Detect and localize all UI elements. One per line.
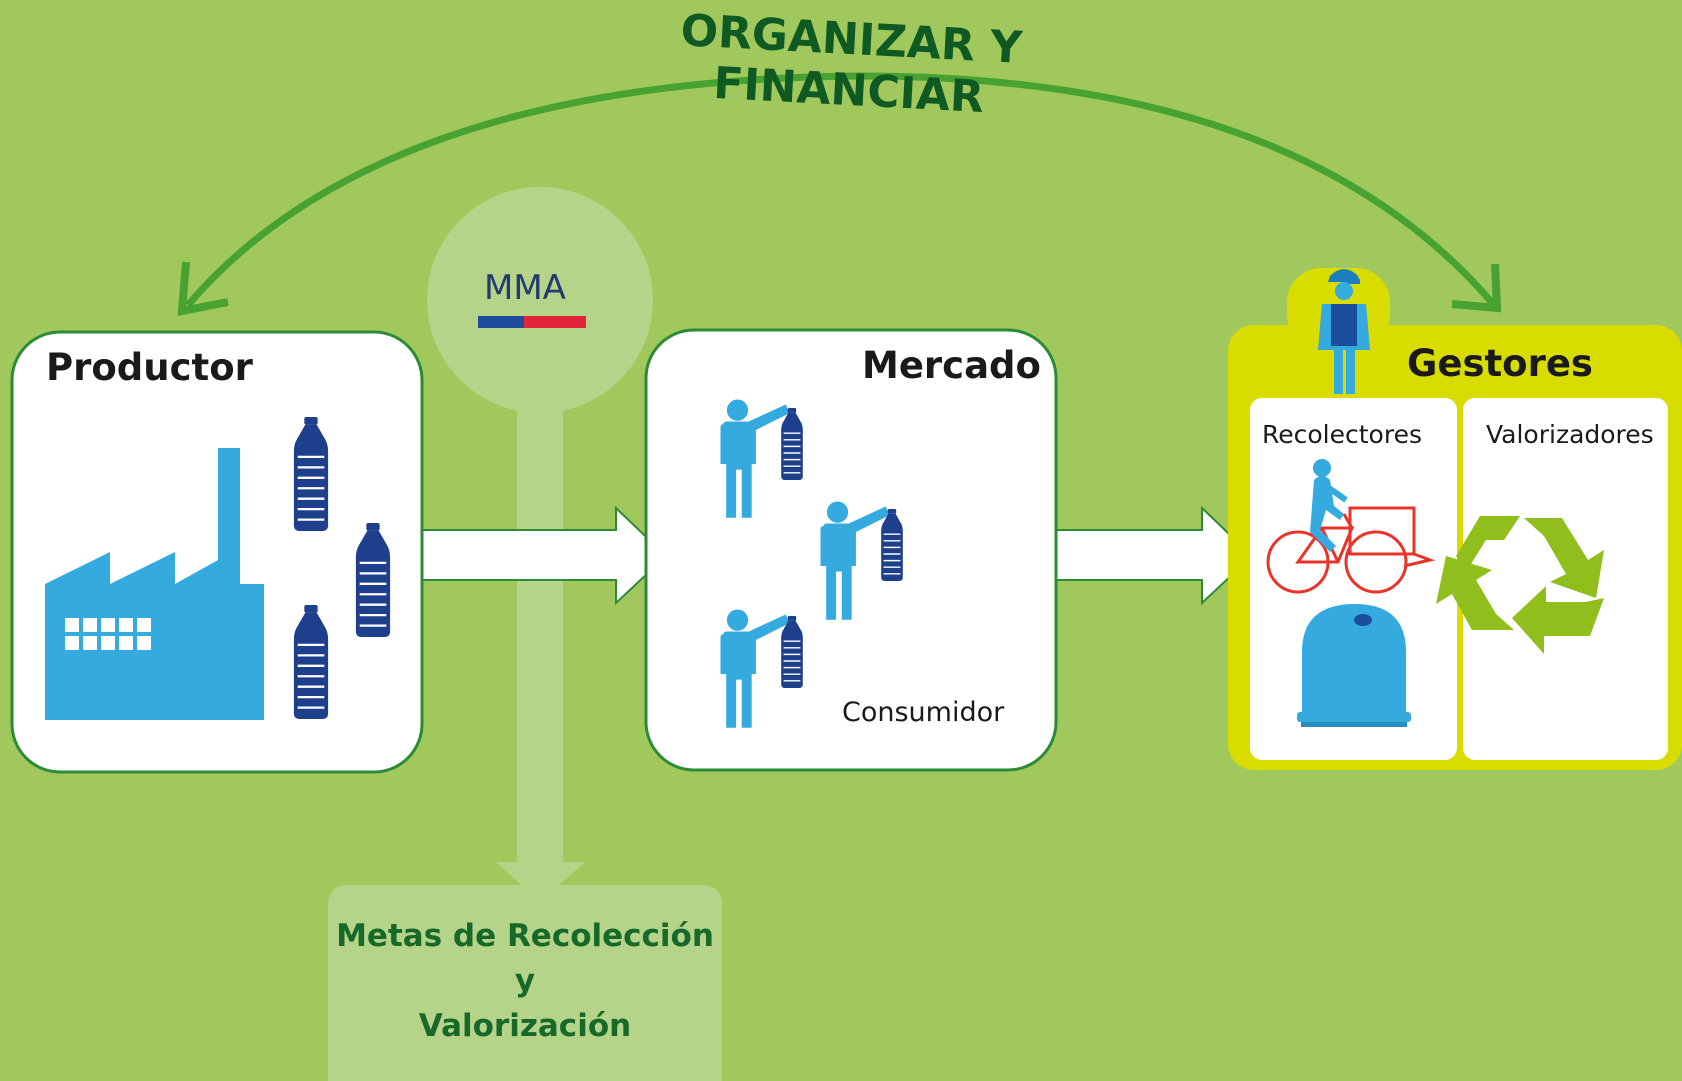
factory-icon xyxy=(45,448,264,720)
mma-circle xyxy=(427,187,653,413)
mma-label: MMA xyxy=(484,268,566,308)
metas-line-2: y xyxy=(514,963,536,999)
metas-box xyxy=(328,885,722,1081)
chile-flag-bar xyxy=(478,316,586,328)
productor-title: Productor xyxy=(46,346,253,389)
valorizadores-label: Valorizadores xyxy=(1486,420,1654,449)
organizar-arc xyxy=(177,72,1502,316)
worker-icon xyxy=(1318,269,1370,394)
mercado-title: Mercado xyxy=(862,344,1041,387)
cargo-bicycle-icon xyxy=(1266,459,1436,594)
flow-arrow-productor-mercado xyxy=(419,505,668,606)
recycle-icon xyxy=(1436,516,1604,654)
metas-label: Metas de Recolección y Valorización xyxy=(325,914,725,1049)
recolectores-label: Recolectores xyxy=(1262,420,1422,449)
consumidor-label: Consumidor xyxy=(842,697,1005,728)
metas-line-1: Metas de Recolección xyxy=(336,918,714,954)
metas-line-3: Valorización xyxy=(418,1008,632,1044)
recycling-bin-icon xyxy=(1297,604,1411,727)
flow-arrow-mercado-gestores xyxy=(1055,505,1254,606)
mma-down-arrow xyxy=(496,395,585,902)
gestores-title: Gestores xyxy=(1407,342,1593,385)
